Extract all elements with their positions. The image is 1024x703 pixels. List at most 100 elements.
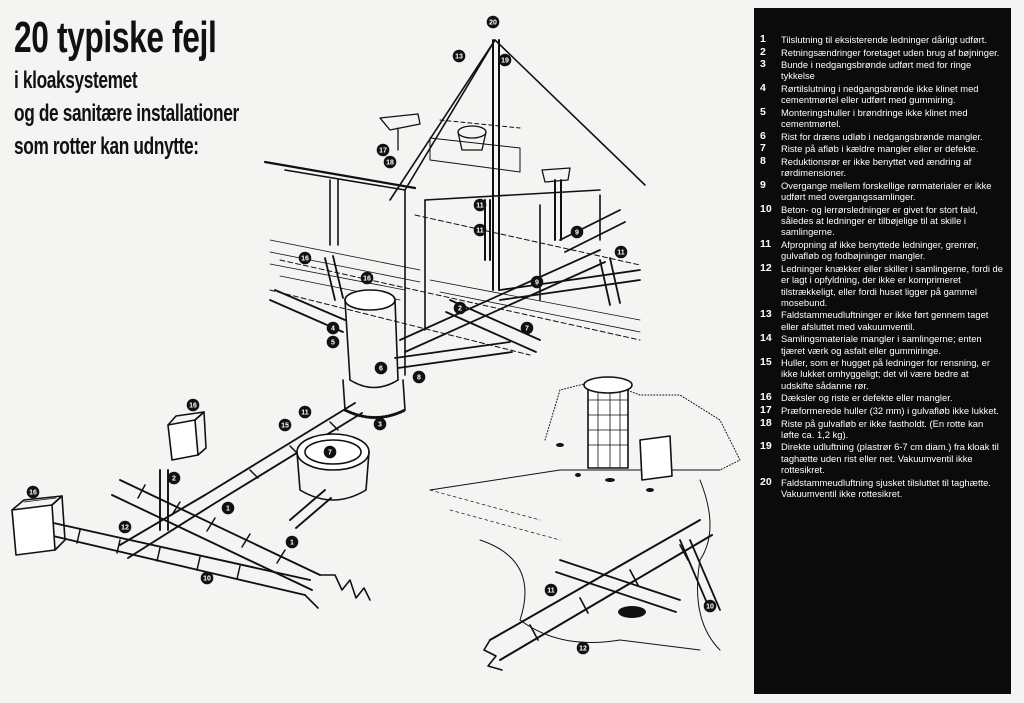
callout-marker-dot bbox=[703, 599, 717, 613]
callout-marker-dot bbox=[118, 520, 132, 534]
callout-marker: 19 bbox=[498, 53, 512, 67]
title-line-2: i kloaksystemet bbox=[14, 67, 138, 94]
legend-item-number: 12 bbox=[760, 261, 772, 274]
inset-rubble bbox=[556, 443, 654, 618]
legend-item-number: 2 bbox=[760, 45, 766, 58]
callout-marker: 8 bbox=[412, 370, 426, 384]
callout-marker-number: 11 bbox=[617, 250, 625, 257]
gully-box-upper bbox=[167, 411, 207, 461]
callout-marker: 3 bbox=[373, 417, 387, 431]
legend-item-text: Riste på afløb i kældre mangler eller er… bbox=[781, 143, 979, 155]
callout-marker: 18 bbox=[383, 155, 397, 169]
legend-item: 13 Faldstammeudluftninger er ikke ført ge… bbox=[760, 309, 1003, 332]
legend-item-text: Reduktionsrør er ikke benyttet ved ændri… bbox=[781, 156, 972, 179]
callout-marker-dot bbox=[576, 641, 590, 655]
legend-item-number: 15 bbox=[760, 356, 772, 369]
callout-marker-dot bbox=[167, 471, 181, 485]
callout-marker-number: 8 bbox=[417, 375, 421, 382]
callout-marker: 12 bbox=[576, 641, 590, 655]
legend-item-text: Rist for dræns udløb i nedgangsbrønde ma… bbox=[781, 130, 983, 142]
legend-item-text: Faldstammeudluftninger er ikke ført genn… bbox=[781, 309, 989, 332]
callout-marker-number: 7 bbox=[525, 326, 529, 333]
callout-marker: 16 bbox=[26, 485, 40, 499]
legend-item-text: Direkte udluftning (plastrør 6-7 cm diam… bbox=[781, 441, 999, 476]
callout-marker-dot bbox=[452, 49, 466, 63]
page-title: 20 typiske fejl i kloaksystemet og de sa… bbox=[14, 16, 239, 160]
callout-marker-dot bbox=[498, 53, 512, 67]
callout-marker-number: 1 bbox=[290, 540, 294, 547]
toilet-icon bbox=[457, 125, 487, 151]
callout-marker-dot bbox=[326, 335, 340, 349]
legend-item-text: Huller, som er hugget på ledninger for r… bbox=[781, 357, 990, 391]
callout-marker: 2 bbox=[167, 471, 181, 485]
legend-item-text: Riste på gulvafløb er ikke fastholdt. (E… bbox=[781, 417, 984, 440]
callout-marker: 11 bbox=[298, 405, 312, 419]
callout-marker: 11 bbox=[473, 223, 487, 237]
callout-marker: 11 bbox=[614, 245, 628, 259]
legend-item-number: 8 bbox=[760, 155, 766, 168]
legend-item: 15 Huller, som er hugget på ledninger for… bbox=[760, 357, 1003, 391]
callout-marker-number: 16 bbox=[189, 403, 197, 410]
callout-marker: 16 bbox=[186, 398, 200, 412]
sewer-system-drawing: 2019131718119111191616452678161115372111… bbox=[11, 15, 741, 671]
legend-item: 18 Riste på gulvafløb er ikke fastholdt. … bbox=[760, 416, 1003, 441]
legend-item-number: 19 bbox=[760, 440, 772, 453]
manhole-inlet-pipe bbox=[269, 255, 346, 333]
callout-marker: 15 bbox=[278, 418, 292, 432]
legend-item-number: 1 bbox=[760, 33, 766, 45]
callout-marker: 12 bbox=[118, 520, 132, 534]
callout-marker-dot bbox=[373, 417, 387, 431]
legend-item-number: 11 bbox=[760, 238, 772, 251]
callout-marker-number: 18 bbox=[386, 160, 394, 167]
callout-marker-dot bbox=[186, 398, 200, 412]
callout-marker-number: 16 bbox=[363, 276, 371, 283]
callout-marker-number: 1 bbox=[226, 506, 230, 513]
title-line-4: som rotter kan udnytte: bbox=[14, 133, 199, 160]
broken-pipe-end bbox=[304, 574, 371, 609]
callout-marker-dot bbox=[278, 418, 292, 432]
callout-marker: 7 bbox=[323, 445, 337, 459]
callout-marker-number: 3 bbox=[378, 422, 382, 429]
callout-marker: 13 bbox=[452, 49, 466, 63]
callout-marker-number: 13 bbox=[455, 54, 463, 61]
callout-marker-dot bbox=[383, 155, 397, 169]
callout-marker-number: 12 bbox=[579, 646, 587, 653]
callout-marker-number: 20 bbox=[489, 20, 497, 27]
callout-marker: 10 bbox=[703, 599, 717, 613]
house-outline bbox=[263, 39, 646, 376]
callout-marker-dot bbox=[412, 370, 426, 384]
legend-item-text: Faldstammeudluftning sjusket tilsluttet … bbox=[781, 476, 991, 499]
legend-item-text: Dæksler og riste er defekte eller mangle… bbox=[781, 392, 953, 404]
callout-marker-dot bbox=[298, 251, 312, 265]
sink-icon bbox=[541, 167, 571, 183]
callout-marker: 20 bbox=[486, 15, 500, 29]
callout-marker-number: 11 bbox=[476, 228, 484, 235]
callout-marker-number: 2 bbox=[458, 306, 462, 313]
gully-box-left bbox=[11, 495, 66, 556]
callout-marker-number: 5 bbox=[331, 340, 335, 347]
callout-marker-dot bbox=[326, 321, 340, 335]
legend-item: 19 Direkte udluftning (plastrør 6-7 cm di… bbox=[760, 441, 1003, 475]
callout-marker: 11 bbox=[544, 583, 558, 597]
legend-item-number: 18 bbox=[760, 416, 772, 429]
legend-item-number: 13 bbox=[760, 308, 772, 321]
callout-marker-dot bbox=[530, 275, 544, 289]
callout-marker-dot bbox=[453, 301, 467, 315]
legend-item-text: Samlingsmateriale mangler i samlingerne;… bbox=[781, 333, 982, 356]
legend-item-text: Præformerede huller (32 mm) i gulvafløb … bbox=[781, 404, 999, 416]
legend-item-text: Monteringshuller i brøndringe ikke kline… bbox=[781, 106, 968, 130]
callout-marker: 5 bbox=[326, 335, 340, 349]
callout-marker: 1 bbox=[221, 501, 235, 515]
callout-marker-dot bbox=[323, 445, 337, 459]
callout-marker-dot bbox=[520, 321, 534, 335]
callout-marker-number: 4 bbox=[331, 326, 335, 333]
